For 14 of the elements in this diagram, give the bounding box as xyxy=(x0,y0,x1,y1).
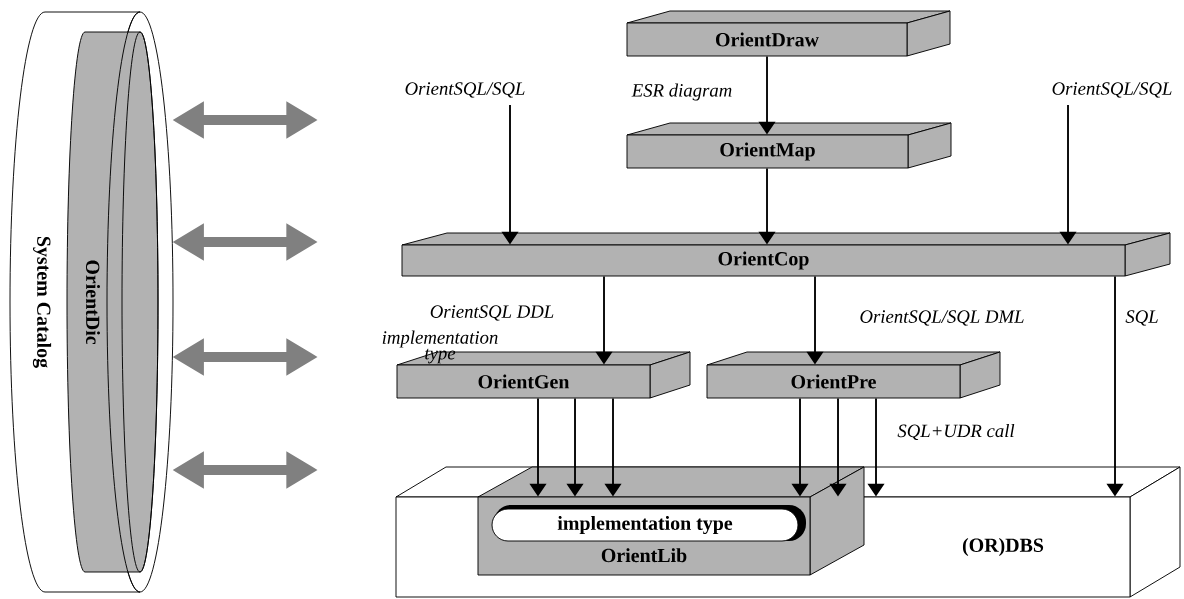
dictionary-cylinder: OrientDic xyxy=(66,11,159,593)
edge-label: OrientSQL/SQL xyxy=(403,81,527,99)
edge-label: OrientSQL/SQL xyxy=(1050,81,1174,99)
type-pill: implementation type xyxy=(491,505,806,542)
module-box: OrientPre xyxy=(706,351,1001,399)
edge-label: OrientSQL/SQL DML xyxy=(858,309,1026,327)
edge-label: SQL+UDR call xyxy=(896,422,1016,442)
edge-label: ESR diagram xyxy=(630,82,734,102)
module-box: OrientMap xyxy=(626,122,952,169)
module-box: OrientDraw xyxy=(626,10,951,57)
edge-label: SQL xyxy=(1124,309,1160,327)
module-box: OrientCop xyxy=(401,232,1171,277)
edge-label: OrientSQL DDL xyxy=(428,304,556,322)
edge-label: implementation type xyxy=(382,330,498,364)
